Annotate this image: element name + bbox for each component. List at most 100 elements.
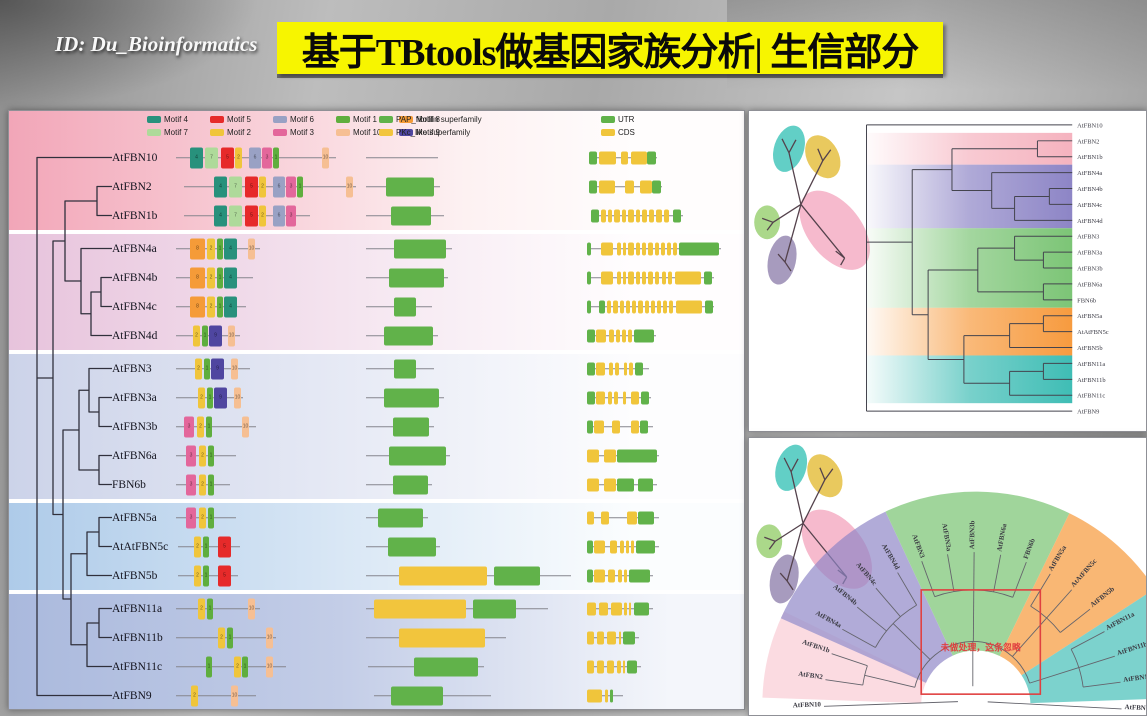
structure-block-cds: [608, 569, 615, 582]
structure-block-utr: [587, 540, 593, 553]
domain-block-pap: [494, 566, 540, 585]
structure-block-utr: [638, 478, 653, 491]
tree-leaf-label: AtFBN5b: [1077, 345, 1102, 352]
structure-block-cds: [631, 391, 639, 404]
motif-block-m10: 10: [322, 147, 329, 168]
motif-block-m4: 4: [224, 296, 237, 317]
structure-track: [581, 594, 744, 623]
structure-block-cds: [621, 151, 628, 164]
motif-block-m1: 1: [204, 358, 210, 379]
legend-item: Motif 1: [336, 114, 399, 125]
domain-block-pkc: [399, 628, 485, 647]
domain-block-pap: [394, 297, 416, 316]
backbone-line: [176, 454, 236, 457]
structure-block-utr: [652, 180, 661, 193]
legend-item: Motif 6: [273, 114, 336, 125]
structure-block-cds: [663, 300, 667, 313]
structure-block-cds: [587, 449, 599, 462]
domain-track: [366, 321, 581, 350]
domain-block-pap: [389, 268, 444, 287]
motif-block-m2: 2: [235, 147, 242, 168]
motif-block-m4: 4: [214, 205, 227, 226]
structure-block-cds: [657, 300, 661, 313]
structure-block-cds: [640, 180, 652, 193]
motif-block-m3: 3: [186, 445, 196, 466]
structure-block-cds: [594, 420, 604, 433]
gene-name: FBN6b: [112, 478, 146, 491]
structure-block-cds: [664, 209, 669, 222]
motif-block-m10: 10: [231, 685, 238, 706]
structure-block-cds: [599, 602, 608, 615]
domain-block-pap: [414, 657, 478, 676]
structure-block-cds: [587, 511, 594, 524]
structure-track: [581, 143, 744, 172]
structure-block-cds: [594, 540, 605, 553]
gene-name: AtFBN3b: [112, 420, 158, 433]
structure-block-cds: [617, 660, 621, 673]
motif-block-m10: 10: [266, 627, 273, 648]
structure-block-cds: [587, 631, 594, 644]
domain-track: [366, 594, 581, 623]
tree-leaf-label: FBN6b: [1077, 297, 1096, 304]
fan-leaf-branch: [1046, 589, 1073, 619]
fan-leaf-branch: [947, 554, 955, 592]
motif-block-m4: 4: [214, 176, 227, 197]
legend-item: Motif 4: [147, 114, 210, 125]
domain-track: [366, 292, 581, 321]
domain-block-pap: [378, 508, 423, 527]
motif-block-m2: 2: [218, 627, 225, 648]
structure-track: [581, 561, 744, 590]
backbone-line: [184, 185, 356, 188]
m1-swatch: [336, 116, 350, 123]
structure-block-cds: [608, 391, 612, 404]
motif-block-m6: 6: [249, 147, 261, 168]
structure-block-cds: [624, 569, 627, 582]
wedge-green: [885, 491, 1070, 657]
structure-block-cds: [649, 209, 654, 222]
m7-swatch: [147, 129, 161, 136]
tree-leaf-label: AtFBN4c: [1077, 202, 1102, 209]
domain-block-pap: [394, 239, 446, 258]
fan-leaf-branch: [921, 561, 936, 597]
motif-block-m2: 2: [207, 238, 215, 259]
motif-block-m1: 1: [217, 238, 223, 259]
motif-block-m5: 5: [218, 565, 231, 586]
structure-block-cds: [676, 300, 702, 313]
gene-name: AtFBN10: [112, 151, 158, 164]
structure-block-utr: [587, 271, 591, 284]
structure-block-utr: [647, 151, 656, 164]
fan-leaf-label: AtFBN11c: [1123, 672, 1146, 684]
backbone-line: [587, 396, 651, 399]
structure-block-cds: [607, 300, 611, 313]
motif-block-m2: 2: [259, 176, 266, 197]
backbone-line: [587, 425, 653, 428]
legend-label: Motif 4: [164, 115, 189, 124]
motif-block-m1: 1: [227, 627, 233, 648]
fan-leaf-label: AtFBN10: [793, 700, 822, 709]
motif-block-m7: 7: [229, 176, 242, 197]
tree-leaf-label: AtFBN4b: [1077, 186, 1102, 193]
motif-block-m1: 1: [208, 507, 214, 528]
structure-track: [581, 412, 744, 441]
motif-block-m3: 3: [186, 474, 196, 495]
structure-block-utr: [587, 300, 591, 313]
backbone-line: [587, 305, 714, 308]
structure-block-utr: [599, 300, 605, 313]
motif-block-m5: 5: [218, 536, 231, 557]
backbone-line: [176, 607, 260, 610]
tree-leaf-label: AtFBN11c: [1077, 393, 1105, 400]
structure-block-cds: [622, 209, 626, 222]
domain-track: [366, 263, 581, 292]
